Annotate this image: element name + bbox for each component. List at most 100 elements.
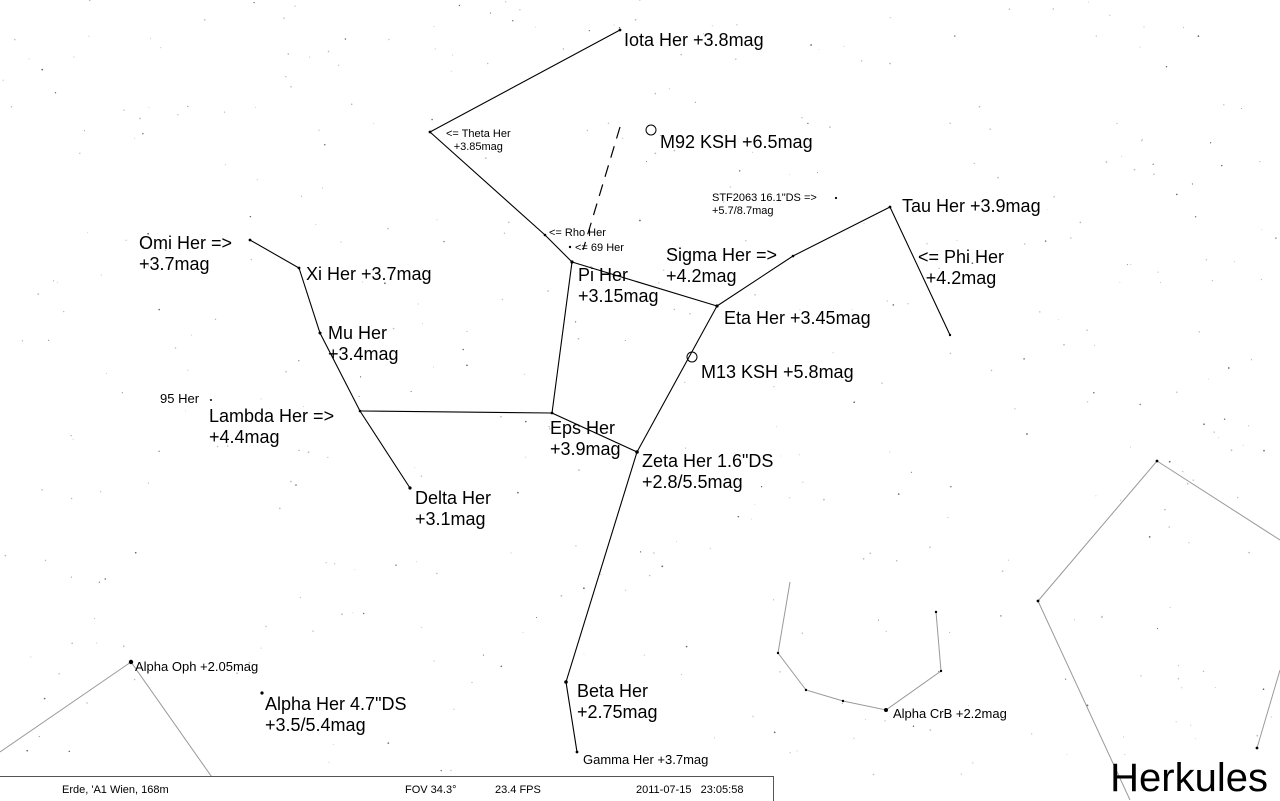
background-star [1192,479,1194,481]
background-star [881,382,883,384]
star-delta [408,486,412,490]
background-star [798,454,800,456]
background-star [158,308,160,311]
background-star [44,559,47,562]
background-star [72,438,74,440]
label-eta-her[interactable]: Eta Her +3.45mag [724,308,871,328]
label-lambda-her[interactable]: Lambda Her => +4.4mag [209,406,335,447]
background-star [121,392,123,394]
star-beta [564,680,568,684]
background-star [949,122,951,125]
label-stf2063[interactable]: STF2063 16.1"DS => +5.7/8.7mag [712,192,817,217]
star-eps [550,411,554,415]
background-star [796,750,798,752]
label-95-her[interactable]: 95 Her [160,391,200,406]
background-star [433,660,435,662]
background-star [1183,26,1185,29]
background-star [972,762,974,764]
background-star [1063,343,1065,346]
background-star [420,475,423,477]
background-star [466,330,468,333]
star-xi [297,266,301,270]
background-star [290,480,292,483]
label-pi-her[interactable]: Pi Her +3.15mag [578,265,659,306]
label-sigma-her[interactable]: Sigma Her => +4.2mag [666,245,778,286]
label-69-her[interactable]: <= 69 Her [575,242,624,254]
label-gamma-her[interactable]: Gamma Her +3.7mag [583,752,709,767]
background-star [889,62,891,65]
label-iota-her[interactable]: Iota Her +3.8mag [624,30,764,50]
line-bootes [1037,460,1280,602]
background-star [1159,281,1161,283]
background-star [990,369,993,372]
background-star [434,48,436,50]
label-beta-her[interactable]: Beta Her +2.75mag [577,681,658,722]
line-m92-dashed [582,126,621,251]
label-tau-her[interactable]: Tau Her +3.9mag [902,196,1041,216]
label-omi-her[interactable]: Omi Her => +3.7mag [139,233,233,274]
label-alpha-oph[interactable]: Alpha Oph +2.05mag [135,659,259,674]
label-eps-her[interactable]: Eps Her +3.9mag [550,418,621,459]
background-star [600,455,602,457]
label-alpha-crb[interactable]: Alpha CrB +2.2mag [893,706,1007,721]
label-m13[interactable]: M13 KSH +5.8mag [701,362,854,382]
background-star [935,259,937,261]
background-star [752,715,754,718]
background-star [654,92,657,95]
background-star [973,162,975,164]
background-star [1176,391,1178,393]
star-theta [428,130,432,134]
background-star [309,56,311,58]
background-star [100,490,102,493]
background-star [803,683,805,685]
background-star [661,565,664,568]
background-star [1168,526,1170,528]
label-xi-her[interactable]: Xi Her +3.7mag [306,264,432,284]
background-star [1095,35,1097,37]
background-star [810,44,812,46]
background-star [773,731,776,734]
background-star [713,737,716,739]
background-star [1116,122,1118,125]
label-delta-her[interactable]: Delta Her +3.1mag [415,488,492,529]
background-star [588,30,590,32]
label-mu-her[interactable]: Mu Her +3.4mag [328,323,399,364]
star-alpha-oph [128,659,134,665]
label-phi-her[interactable]: <= Phi Her +4.2mag [918,247,1005,288]
background-star [1175,721,1177,723]
background-star [658,282,660,284]
background-star [1250,359,1252,361]
background-star [950,485,952,488]
background-star [971,262,974,265]
background-star [104,578,107,580]
background-star [1217,437,1219,439]
background-star [482,654,484,656]
background-star [148,106,150,108]
background-stars [2,0,1277,776]
background-star [583,587,585,590]
label-theta-her[interactable]: <= Theta Her +3.85mag [446,128,511,153]
background-star [665,38,667,40]
background-star [938,670,940,672]
label-zeta-her[interactable]: Zeta Her 1.6"DS +2.8/5.5mag [642,451,774,492]
background-star [100,274,102,276]
label-rho-her[interactable]: <= Rho Her [549,227,606,239]
background-star [174,347,177,349]
background-star [287,53,290,55]
background-star [147,232,149,235]
label-m92[interactable]: M92 KSH +6.5mag [660,132,813,152]
background-star [341,613,343,616]
background-star [440,769,442,772]
background-star [668,88,670,90]
background-star [1130,446,1132,448]
background-star [340,241,342,243]
background-star [1177,665,1180,667]
background-star [98,581,101,583]
background-star [359,376,362,378]
background-star [357,349,359,352]
background-star [96,642,98,644]
background-star [863,222,865,224]
label-alpha-her[interactable]: Alpha Her 4.7"DS +3.5/5.4mag [265,694,407,735]
background-star [1157,271,1159,273]
